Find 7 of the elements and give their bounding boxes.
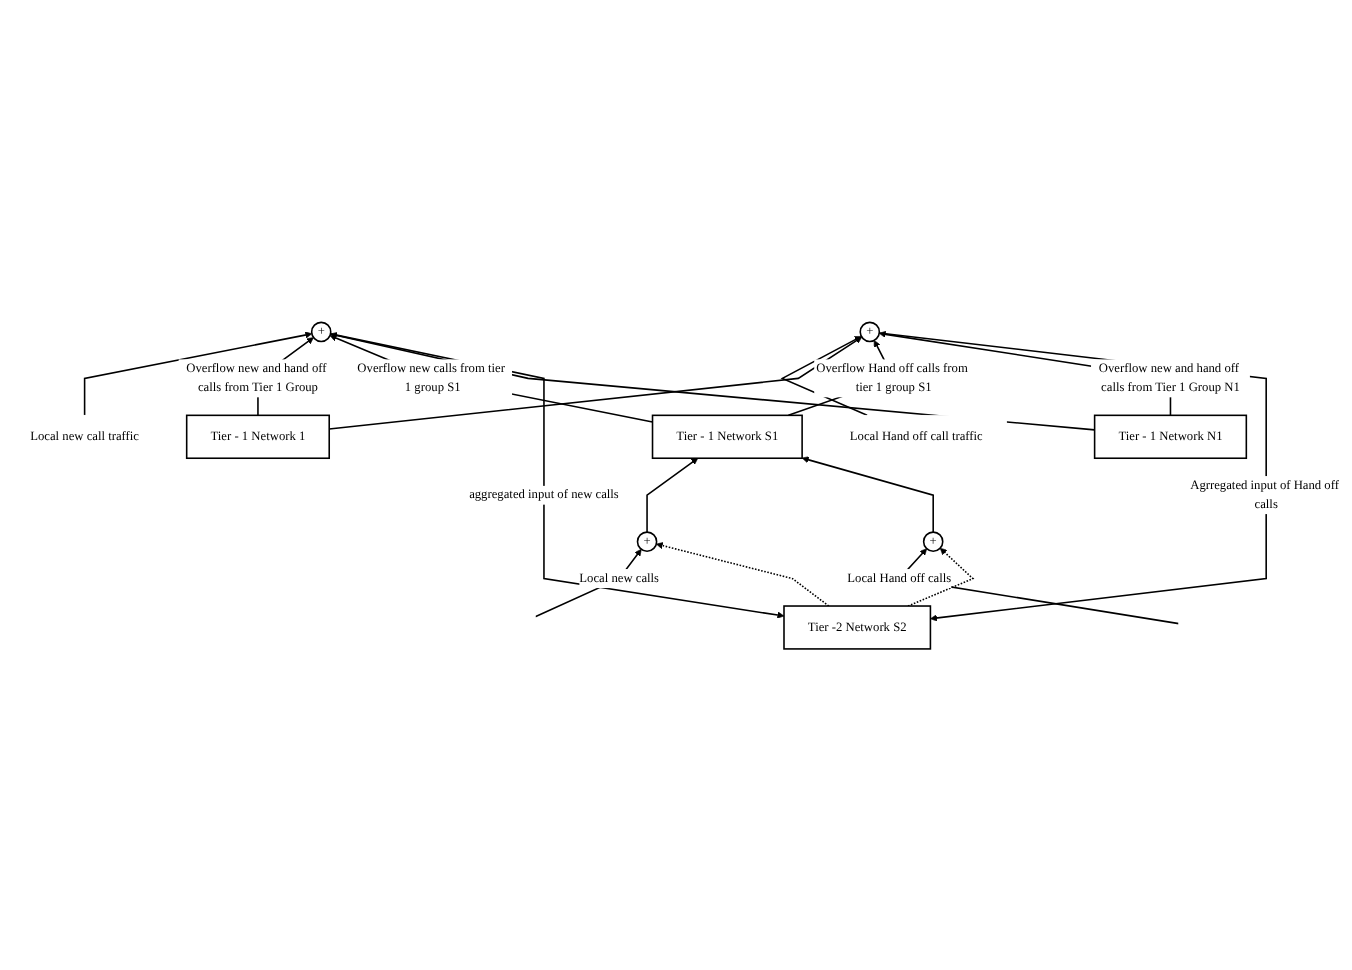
arrow (329, 334, 654, 423)
arrow (780, 335, 868, 416)
arrow (801, 455, 934, 533)
arrow (907, 547, 975, 607)
arrow (328, 336, 863, 430)
arrow (656, 541, 830, 607)
arrow (646, 457, 699, 533)
